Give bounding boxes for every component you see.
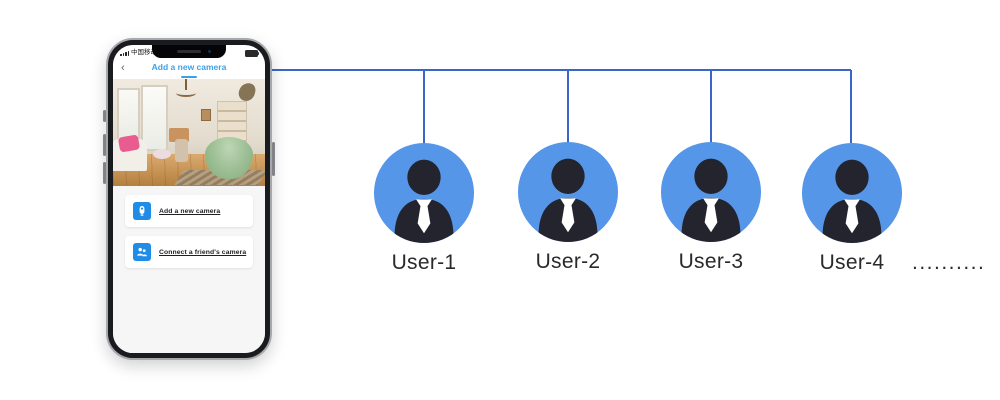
photo-shape <box>205 137 253 179</box>
phone-mockup: 中国移动 ‹ Add a new camera <box>103 38 275 360</box>
power-button <box>272 142 275 176</box>
speaker-icon <box>177 50 201 53</box>
battery-icon <box>245 49 259 57</box>
status-bar: 中国移动 <box>113 45 265 59</box>
phone-notch <box>152 45 226 58</box>
back-icon[interactable]: ‹ <box>121 62 125 74</box>
user-label: User-1 <box>391 251 457 274</box>
carrier: 中国移动 <box>120 48 157 57</box>
photo-shape <box>169 128 189 142</box>
menu-panel: Add a new camera Connect a friend's came… <box>113 186 265 353</box>
menu-item-label: Connect a friend's camera <box>159 248 247 256</box>
user-avatar-icon <box>660 141 762 243</box>
user-avatar-icon <box>373 142 475 244</box>
nav-bar: ‹ Add a new camera <box>113 59 265 79</box>
photo-shape <box>201 109 211 121</box>
more-users-ellipsis: .......... <box>912 251 986 274</box>
photo-shape <box>237 81 257 103</box>
carrier-label: 中国移动 <box>131 48 157 56</box>
menu-item-add-camera[interactable]: Add a new camera <box>125 195 253 227</box>
volume-up-button <box>103 134 106 156</box>
photo-shape <box>175 139 188 162</box>
volume-down-button <box>103 162 106 184</box>
user-label: User-4 <box>819 251 885 274</box>
menu-item-connect-friend-camera[interactable]: Connect a friend's camera <box>125 236 253 268</box>
camera-preview-photo <box>113 79 265 186</box>
user-label: User-3 <box>678 250 744 273</box>
friends-icon <box>133 243 151 261</box>
page-title: Add a new camera <box>151 62 227 72</box>
photo-shape <box>185 79 187 90</box>
signal-icon <box>120 51 129 57</box>
photo-shape <box>153 149 171 159</box>
front-camera-icon <box>208 50 211 53</box>
user-avatar-icon <box>517 141 619 243</box>
user-label: User-2 <box>535 250 601 273</box>
user-node: User-1 <box>373 142 475 274</box>
user-avatar-icon <box>801 142 903 244</box>
title-underline <box>181 76 197 78</box>
phone-screen: 中国移动 ‹ Add a new camera <box>113 45 265 353</box>
camera-icon <box>133 202 151 220</box>
user-node: User-3 <box>660 141 762 273</box>
user-node: User-2 <box>517 141 619 273</box>
user-node: User-4 <box>801 142 903 274</box>
menu-item-label: Add a new camera <box>159 207 221 215</box>
photo-shape <box>176 89 196 97</box>
mute-switch <box>103 110 106 122</box>
